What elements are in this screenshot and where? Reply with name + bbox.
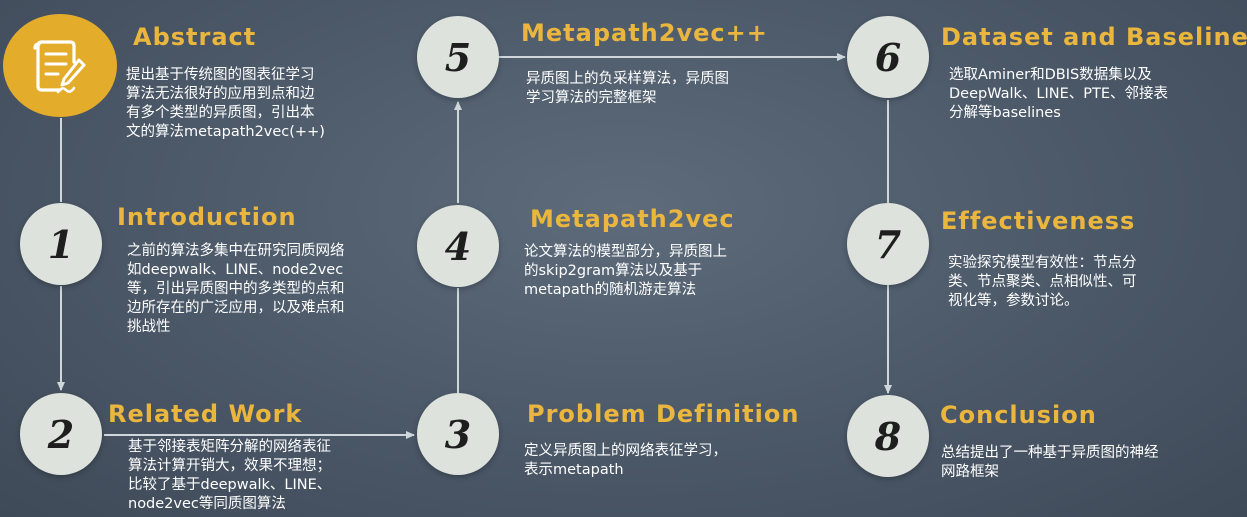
node-4-circle: 4 — [417, 205, 499, 287]
node-8-circle: 8 — [847, 395, 929, 477]
node-4-number: 4 — [444, 223, 472, 269]
node-4-text: 论文算法的模型部分，异质图上 的skip2gram算法以及基于 metapath… — [524, 244, 727, 298]
node-5-text: 异质图上的负采样算法，异质图 学习算法的完整框架 — [526, 71, 729, 106]
node-6-title: Dataset and Baselines — [941, 23, 1247, 51]
node-3-text: 定义异质图上的网络表征学习， 表示metapath — [524, 443, 727, 478]
node-7-text: 实验探究模型有效性：节点分 类、节点聚类、点相似性、可 视化等，参数讨论。 — [948, 255, 1137, 309]
node-3-title: Problem Definition — [527, 400, 800, 428]
node-5-circle: 5 — [417, 16, 499, 98]
document-pen-icon — [33, 39, 86, 93]
node-1-number: 1 — [47, 221, 75, 267]
node-8-number: 8 — [874, 413, 902, 459]
node-7-number: 7 — [874, 221, 902, 267]
node-2-number: 2 — [47, 411, 75, 457]
node-5-title: Metapath2vec++ — [521, 19, 768, 47]
node-6-text: 选取Aminer和DBIS数据集以及 DeepWalk、LINE、PTE、邻接表… — [949, 67, 1169, 121]
node-2-title: Related Work — [108, 400, 303, 428]
node-5-number: 5 — [444, 34, 472, 80]
node-2-text: 基于邻接表矩阵分解的网络表征 算法计算开销大，效果不理想； 比较了基于deepw… — [128, 439, 332, 512]
node-4-title: Metapath2vec — [530, 205, 735, 233]
node-1-title: Introduction — [117, 203, 297, 231]
node-1-circle: 1 — [20, 203, 102, 285]
abstract-title: Abstract — [133, 23, 257, 51]
node-2-circle: 2 — [20, 393, 102, 475]
node-3-number: 3 — [444, 411, 472, 457]
node-3-circle: 3 — [417, 393, 499, 475]
abstract-text: 提出基于传统图的图表征学习 算法无法很好的应用到点和边 有多个类型的异质图，引出… — [126, 67, 325, 140]
node-6-circle: 6 — [847, 16, 929, 98]
node-8-text: 总结提出了一种基于异质图的神经 网路框架 — [941, 445, 1159, 480]
node-6-number: 6 — [874, 34, 902, 80]
node-7-circle: 7 — [847, 203, 929, 285]
abstract-icon-circle — [3, 14, 117, 117]
node-7-title: Effectiveness — [941, 207, 1136, 235]
node-1-text: 之前的算法多集中在研究同质网络 如deepwalk、LINE、node2vec … — [127, 243, 345, 335]
node-8-title: Conclusion — [940, 401, 1097, 429]
